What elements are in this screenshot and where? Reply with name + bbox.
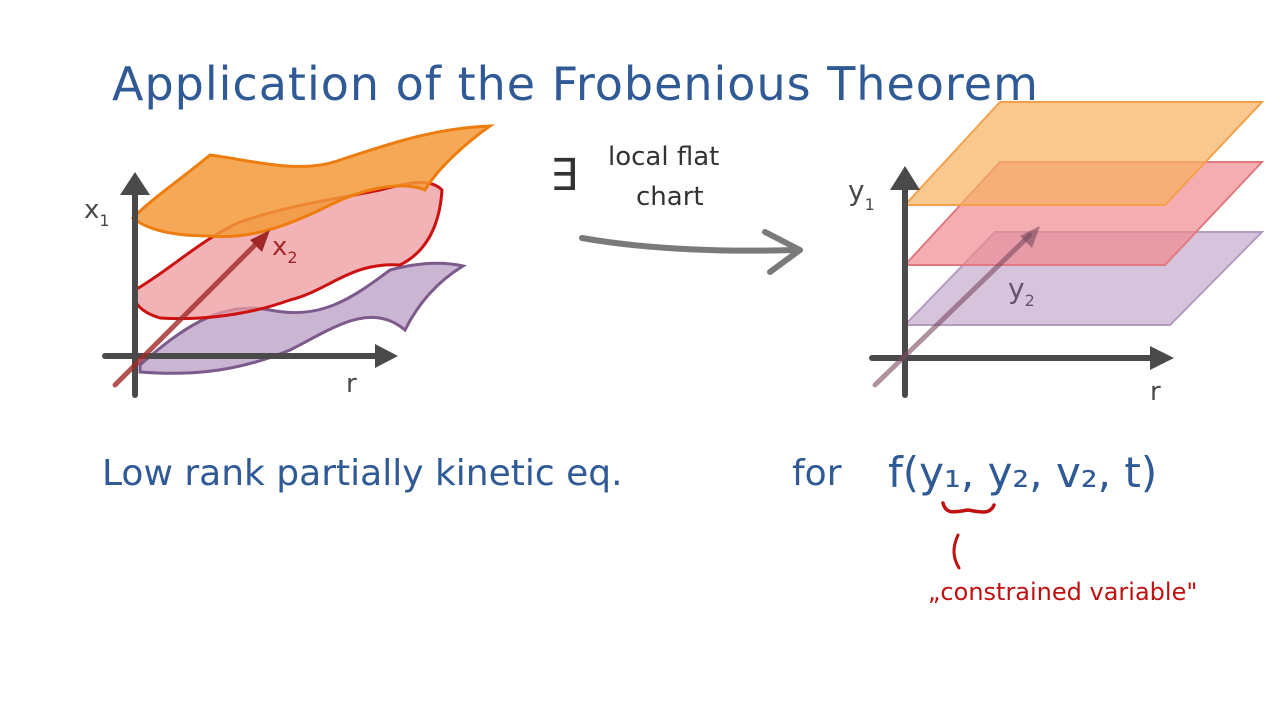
r-axis-label: r <box>346 369 357 399</box>
orange-leaf <box>130 124 496 239</box>
x2-axis-arrowhead-icon <box>250 230 270 252</box>
r-axis-right-label: r <box>1150 377 1161 407</box>
r-axis-arrowhead-icon <box>375 344 398 368</box>
for-word: for <box>792 453 842 494</box>
arrow-label-line2: chart <box>636 182 704 212</box>
flat-planes-diagram: y1 y2 r <box>848 101 1265 407</box>
slide-title: Application of the Frobenious Theorem <box>112 57 1039 111</box>
y1-axis-label: y1 <box>848 174 875 214</box>
arrow-label-line1: local flat <box>608 142 719 172</box>
x1-axis-label: x1 <box>84 195 110 230</box>
equation-description: Low rank partially kinetic eq. <box>102 453 623 494</box>
y2-axis-label: y2 <box>1008 272 1035 310</box>
flat-chart-arrow: ∃ local flat chart <box>550 142 803 275</box>
function-formula: f(y₁, y₂, v₂, t) <box>888 448 1157 497</box>
arrow-line <box>579 235 798 254</box>
orange-plane <box>902 101 1265 206</box>
exists-symbol: ∃ <box>550 150 578 201</box>
r-axis-right-arrowhead-icon <box>1150 346 1174 370</box>
arrow-head-icon <box>762 229 803 275</box>
constrained-variable-annotation: „constrained variable" <box>928 578 1197 606</box>
curved-leaves-diagram: x1 x2 r <box>84 124 496 399</box>
x2-axis-label: x2 <box>272 232 298 267</box>
y2-axis-arrowhead-icon <box>1020 226 1040 248</box>
x1-axis-arrowhead-icon <box>120 172 150 195</box>
pointer-line <box>952 533 961 570</box>
y1-axis-arrowhead-icon <box>890 166 920 190</box>
underbrace-icon <box>941 501 996 514</box>
x2-axis <box>112 237 263 388</box>
y2-axis <box>872 232 1033 388</box>
